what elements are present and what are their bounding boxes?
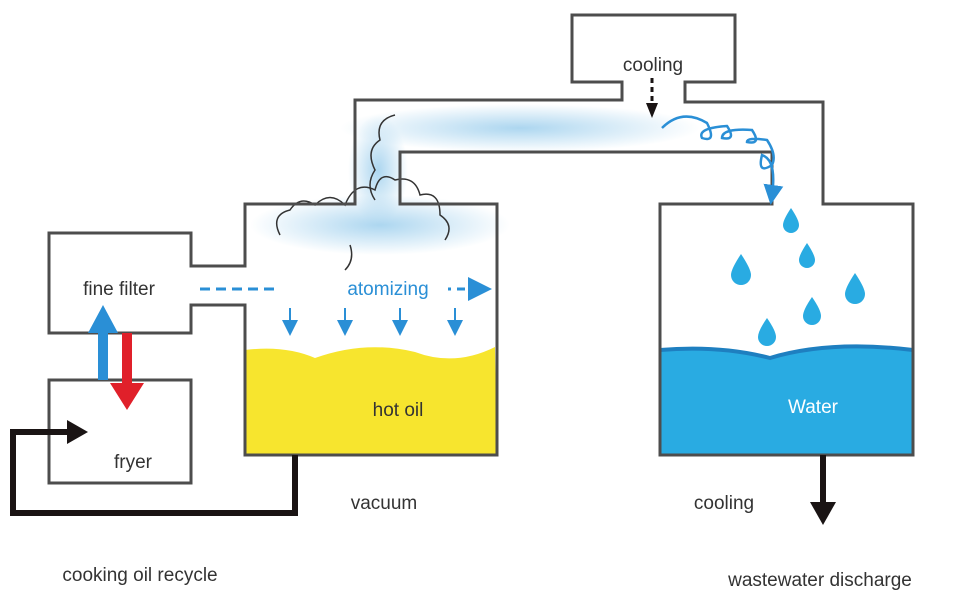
water-label: Water <box>788 397 839 418</box>
wastewater-discharge-label: wastewater discharge <box>727 570 912 591</box>
vacuum-label: vacuum <box>351 493 418 514</box>
recycle-arrow <box>10 420 298 516</box>
labels: cooling fine filter atomizing hot oil fr… <box>62 55 912 591</box>
cooling-bottom-label: cooling <box>694 493 754 514</box>
blue-up-arrow <box>88 305 118 380</box>
atomizing-label: atomizing <box>347 279 428 300</box>
vapor-cloud <box>250 104 700 271</box>
hot-oil-label: hot oil <box>373 400 424 421</box>
water-droplets <box>731 208 865 346</box>
cooling-top-label: cooling <box>623 55 683 76</box>
fine-filter-box <box>47 13 915 457</box>
cooking-oil-recycle-label: cooking oil recycle <box>62 565 217 586</box>
discharge-arrow <box>810 455 836 525</box>
water-fill <box>660 346 913 455</box>
filter-fryer-arrows <box>88 305 144 410</box>
red-down-arrow <box>110 333 144 410</box>
hot-oil-fill <box>245 347 497 455</box>
fine-filter-label: fine filter <box>83 279 155 300</box>
condensation-spiral <box>661 115 784 205</box>
fryer-label: fryer <box>114 452 153 473</box>
cooling-arrow <box>646 78 658 118</box>
atomizing-flow <box>200 277 492 336</box>
